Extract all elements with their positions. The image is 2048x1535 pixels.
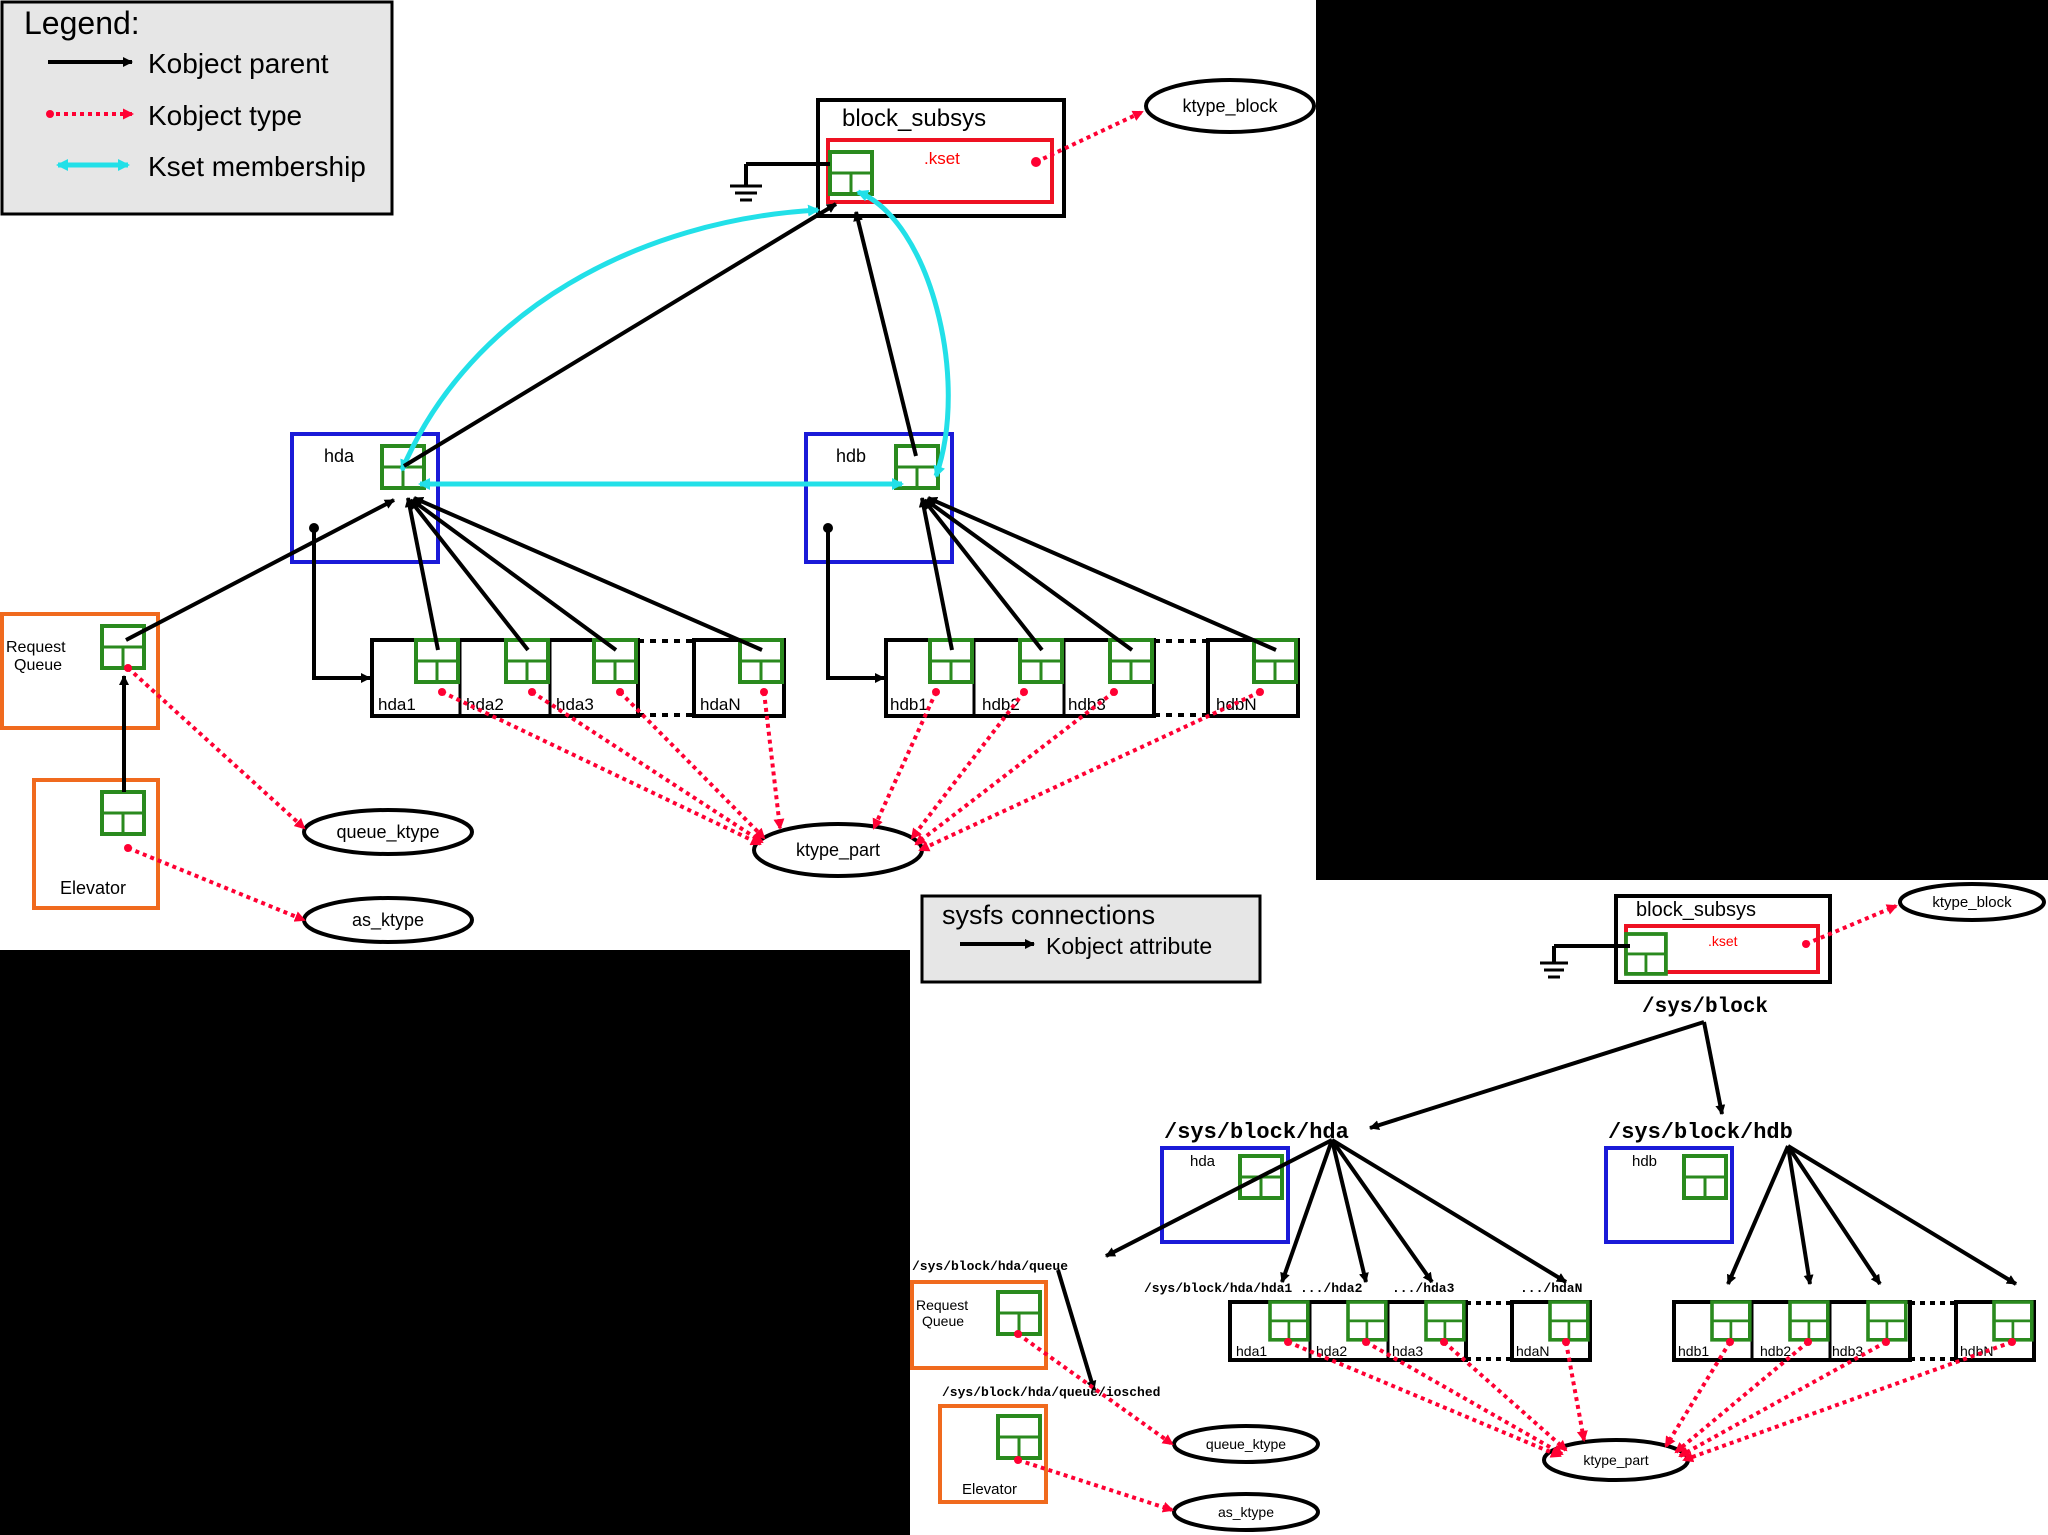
part-hdaN-bottom: hdaN [1516, 1343, 1549, 1359]
legend-kobject-parent: Kobject parent [148, 48, 329, 79]
part-hdb2-bottom: hdb2 [1760, 1343, 1791, 1359]
hdb-partitions-bottom: hdb1 hdb2 hdb3 hdbN [1672, 1300, 2036, 1362]
request-queue-bottom-label-2: Queue [922, 1313, 964, 1329]
queue-ktype-bottom: queue_ktype [1172, 1424, 1320, 1464]
request-queue-bottom-label: Request [916, 1297, 968, 1313]
elevator-bottom: Elevator [938, 1404, 1048, 1504]
queue-ktype-label: queue_ktype [336, 822, 439, 843]
hda-label: hda [324, 446, 355, 466]
request-queue-label: Request [6, 639, 66, 656]
path-hda1: /sys/block/hda/hda1 [1144, 1281, 1292, 1296]
part-hda1-bottom: hda1 [1236, 1343, 1267, 1359]
path-sys-block-hdb: /sys/block/hdb [1608, 1120, 1793, 1145]
queue-ktype-top: queue_ktype [302, 808, 474, 856]
legend-kobject-type: Kobject type [148, 100, 302, 131]
path-sys-block: /sys/block [1642, 996, 1768, 1019]
part-hda2-bottom: hda2 [1316, 1343, 1347, 1359]
block-subsys-bottom: block_subsys .kset [1540, 894, 1832, 984]
bottom-panel-bg [910, 880, 2048, 1535]
sysfs-legend-title: sysfs connections [942, 900, 1155, 930]
elevator-label: Elevator [60, 878, 126, 898]
ktype-part-top: ktype_part [752, 822, 924, 878]
ktype-part-bottom: ktype_part [1542, 1438, 1690, 1482]
part-hdb1-bottom: hdb1 [1678, 1343, 1709, 1359]
queue-ktype-bottom-label: queue_ktype [1206, 1436, 1286, 1452]
as-ktype-label: as_ktype [352, 910, 424, 931]
ktype-part-bottom-label: ktype_part [1583, 1452, 1648, 1468]
as-ktype-bottom-label: as_ktype [1218, 1504, 1274, 1520]
hda-partitions-bottom: hda1 hda2 hda3 hdaN [1228, 1300, 1592, 1362]
legend-title: Legend: [24, 5, 140, 41]
elevator-bottom-label: Elevator [962, 1481, 1017, 1498]
request-queue-top: Request Queue [0, 612, 160, 730]
request-queue-label-2: Queue [14, 657, 62, 674]
part-hdb1: hdb1 [890, 695, 928, 714]
sysfs-legend: sysfs connections Kobject attribute [920, 894, 1262, 984]
elevator-top: Elevator [32, 778, 160, 910]
part-hda3-bottom: hda3 [1392, 1343, 1423, 1359]
part-hdbN-bottom: hdbN [1960, 1343, 1993, 1359]
part-hdaN: hdaN [700, 695, 741, 714]
ktype-block-label: ktype_block [1182, 96, 1278, 117]
request-queue-bottom: Request Queue [910, 1280, 1048, 1370]
hda-bottom-label: hda [1190, 1153, 1216, 1170]
part-hdb3: hdb3 [1068, 695, 1106, 714]
path-hda3: .../hda3 [1392, 1281, 1455, 1296]
hdb-partitions: hdb1 hdb2 hdb3 hdbN [884, 638, 1300, 718]
hda-partitions: hda1 hda2 hda3 hdaN [370, 638, 786, 718]
path-hda2: .../hda2 [1300, 1281, 1363, 1296]
hdb-label: hdb [836, 446, 866, 466]
kset-bottom-label: .kset [1708, 933, 1738, 949]
part-hda1: hda1 [378, 695, 416, 714]
ktype-block-bottom: ktype_block [1898, 882, 2046, 922]
path-queue: /sys/block/hda/queue [912, 1259, 1068, 1274]
part-hdb2: hdb2 [982, 695, 1020, 714]
path-iosched: /sys/block/hda/queue/iosched [942, 1385, 1160, 1400]
part-hda3: hda3 [556, 695, 594, 714]
sysfs-legend-item: Kobject attribute [1046, 933, 1212, 959]
hdb-box-bottom: hdb [1604, 1146, 1734, 1244]
block-subsys-bottom-label: block_subsys [1636, 899, 1756, 921]
part-hda2: hda2 [466, 695, 504, 714]
legend-kset-membership: Kset membership [148, 151, 366, 182]
path-hdaN: .../hdaN [1520, 1281, 1582, 1296]
ktype-block-top: ktype_block [1144, 78, 1316, 134]
kset-label: .kset [924, 149, 960, 168]
block-subsys-label: block_subsys [842, 105, 986, 132]
part-hdb3-bottom: hdb3 [1832, 1343, 1863, 1359]
legend: Legend: Kobject parent Kobject type Kset… [0, 0, 394, 216]
hdb-bottom-label: hdb [1632, 1153, 1657, 1170]
ktype-block-bottom-label: ktype_block [1932, 894, 2012, 911]
as-ktype-bottom: as_ktype [1172, 1492, 1320, 1532]
as-ktype-top: as_ktype [302, 896, 474, 944]
path-sys-block-hda: /sys/block/hda [1164, 1120, 1349, 1145]
ktype-part-label: ktype_part [796, 840, 880, 861]
